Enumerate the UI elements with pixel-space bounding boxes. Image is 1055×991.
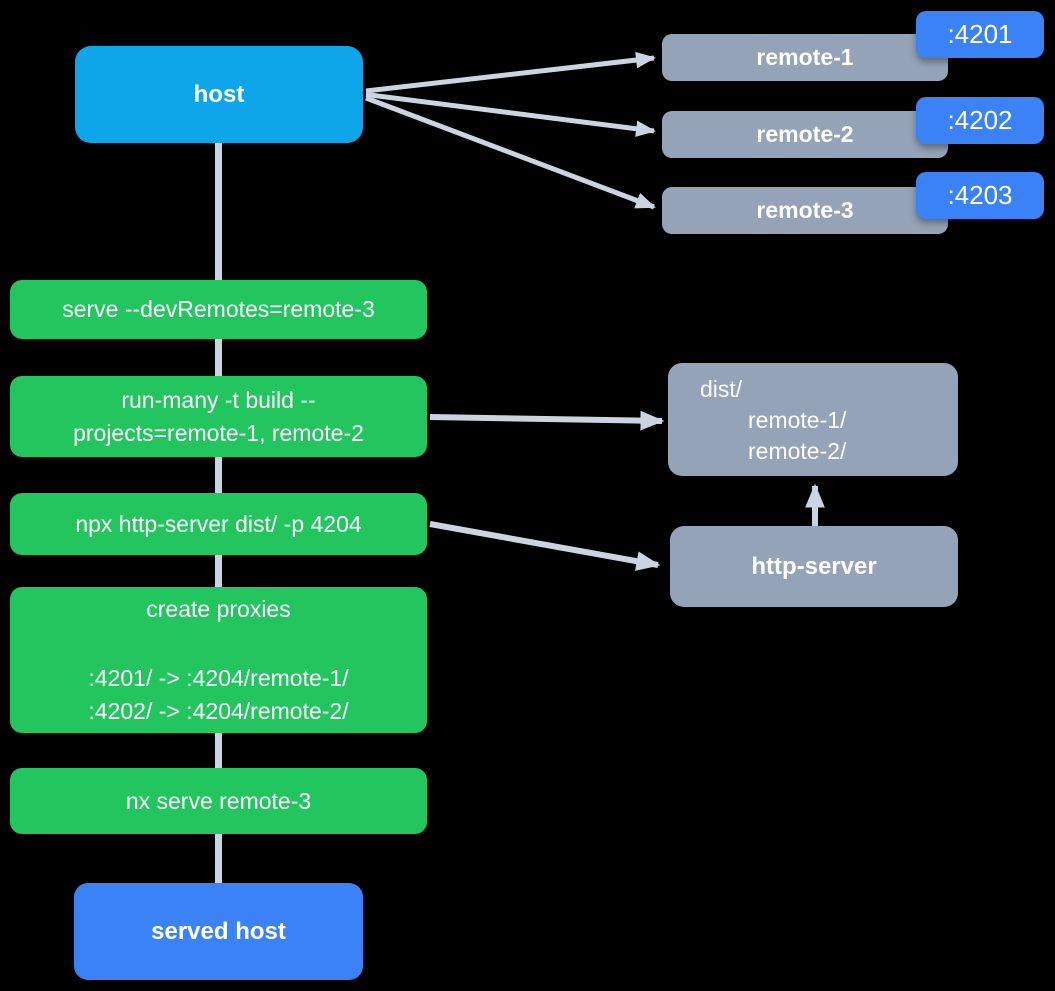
remote-1-label: remote-1 bbox=[756, 44, 854, 70]
command-create-proxies: create proxies :4201/ -> :4204/remote-1/… bbox=[10, 587, 427, 733]
served-host-node: served host bbox=[74, 883, 363, 980]
proxy-mapping-line: :4202/ -> :4204/remote-2/ bbox=[88, 697, 349, 724]
http-server-node: http-server bbox=[670, 526, 958, 607]
host-node: host bbox=[75, 46, 363, 143]
command-line: serve --devRemotes=remote-3 bbox=[62, 296, 375, 322]
remote-2-port: :4202 bbox=[947, 105, 1013, 135]
dist-remote-1-line: remote-1/ bbox=[748, 407, 847, 433]
proxy-mapping-line: :4201/ -> :4204/remote-1/ bbox=[88, 664, 349, 691]
remote-3-node: remote-3 bbox=[662, 187, 948, 234]
command-serve-devremotes: serve --devRemotes=remote-3 bbox=[10, 280, 427, 339]
served-host-label: served host bbox=[151, 917, 286, 945]
remote-3-port-badge: :4203 bbox=[916, 172, 1044, 219]
remote-2-label: remote-2 bbox=[756, 121, 854, 147]
command-line: npx http-server dist/ -p 4204 bbox=[75, 510, 362, 537]
remote-3-port: :4203 bbox=[947, 180, 1013, 210]
dist-root-line: dist/ bbox=[700, 376, 743, 402]
http-server-label: http-server bbox=[751, 552, 877, 580]
remote-2-node: remote-2 bbox=[662, 111, 948, 158]
command-run-many-build: run-many -t build -- projects=remote-1, … bbox=[10, 376, 427, 457]
command-line: run-many -t build -- bbox=[121, 386, 316, 413]
remote-1-port-badge: :4201 bbox=[916, 11, 1044, 58]
remote-3-label: remote-3 bbox=[756, 197, 854, 223]
dist-remote-2-line: remote-2/ bbox=[748, 438, 847, 464]
dist-folder-node: dist/ remote-1/ remote-2/ bbox=[668, 363, 958, 476]
command-npx-http-server: npx http-server dist/ -p 4204 bbox=[10, 493, 427, 555]
command-title: create proxies bbox=[146, 595, 291, 622]
remote-1-port: :4201 bbox=[947, 19, 1013, 49]
command-line: nx serve remote-3 bbox=[125, 787, 312, 814]
command-nx-serve-remote-3: nx serve remote-3 bbox=[10, 768, 427, 834]
command-line: projects=remote-1, remote-2 bbox=[73, 419, 364, 446]
host-label: host bbox=[193, 80, 245, 108]
remote-2-port-badge: :4202 bbox=[916, 97, 1044, 144]
remote-1-node: remote-1 bbox=[662, 34, 948, 81]
